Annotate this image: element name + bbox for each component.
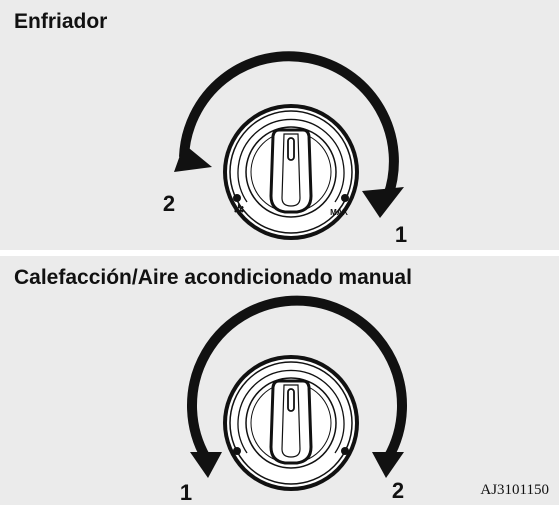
arrow-number-right: 1	[395, 222, 407, 247]
figure-code: AJ3101150	[480, 482, 549, 498]
arrowhead-right	[372, 452, 404, 478]
arrowhead-left	[174, 144, 212, 172]
snowflake-icon: ✲	[234, 202, 245, 217]
max-label: MAX	[330, 208, 348, 217]
cooler-dial-diagram: ✲ MAX 2 1	[163, 51, 407, 247]
left-dot	[233, 447, 241, 455]
panel-title: Enfriador	[14, 10, 108, 33]
panel-divider	[0, 250, 559, 256]
cold-dot	[233, 194, 241, 202]
temperature-knob[interactable]: ✲ MAX	[221, 102, 361, 242]
arrowhead-left	[190, 452, 222, 478]
temperature-knob[interactable]	[221, 353, 361, 493]
cooler-panel: Enfriador ✲ MAX 2	[0, 0, 559, 250]
arrowhead-right	[362, 187, 404, 218]
manual-ac-panel: Calefacción/Aire acondicionado manual 1 …	[0, 256, 559, 505]
right-dot	[341, 447, 349, 455]
panel-title: Calefacción/Aire acondicionado manual	[14, 266, 412, 289]
rotation-arrow	[179, 51, 399, 198]
rotation-arrow	[187, 295, 407, 461]
max-dot	[341, 194, 349, 202]
arrow-number-right: 2	[392, 478, 404, 503]
arrow-number-left: 1	[180, 480, 192, 505]
arrow-number-left: 2	[163, 191, 175, 216]
manual-ac-dial-diagram: 1 2	[180, 295, 407, 505]
